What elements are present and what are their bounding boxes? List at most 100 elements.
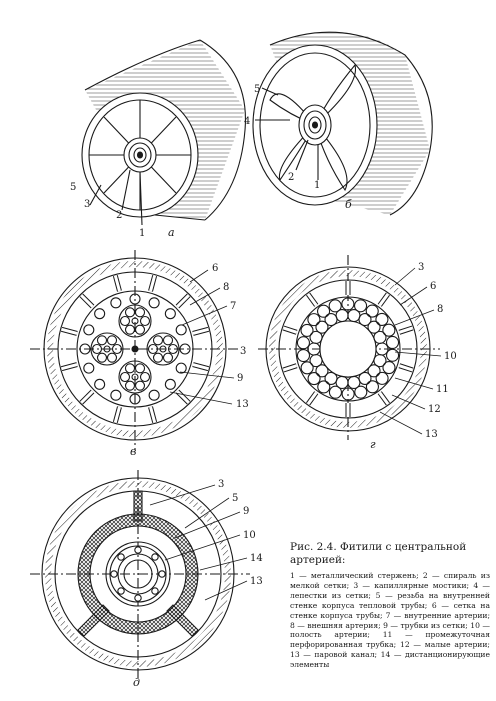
panel-v-label-3: 3 xyxy=(240,346,246,357)
mesh-tube xyxy=(83,324,95,336)
panel-a-label-1: 1 xyxy=(139,228,145,239)
capillary-bridge xyxy=(378,391,390,405)
small-artery xyxy=(385,335,400,350)
panel-g-drawing xyxy=(258,255,440,440)
mesh-tube xyxy=(83,362,95,374)
mesh-tube xyxy=(164,378,176,390)
panel-d-letter: д xyxy=(133,676,140,689)
mesh-tube xyxy=(96,335,108,346)
capillary-bridge xyxy=(149,406,157,423)
panel-b-label-1: 1 xyxy=(314,180,320,191)
small-artery xyxy=(324,313,338,327)
panel-g-label-10: 10 xyxy=(444,351,457,362)
small-artery xyxy=(354,385,368,399)
panel-v-label-9: 9 xyxy=(237,373,243,384)
mesh-tube xyxy=(148,389,160,401)
inner-artery xyxy=(118,304,152,338)
capillary-bridge xyxy=(80,390,94,404)
panel-d-label-5: 5 xyxy=(232,493,238,504)
caption-text: 1 — металлический стержень; 2 — спираль … xyxy=(290,571,490,670)
small-artery xyxy=(296,336,310,350)
panel-d-label-3: 3 xyxy=(218,479,224,490)
mesh-tube xyxy=(167,343,179,355)
mesh-tube xyxy=(131,317,139,325)
capillary-bridge xyxy=(398,326,414,334)
small-artery xyxy=(354,299,368,313)
small-artery xyxy=(373,330,387,344)
capillary-bridge xyxy=(113,406,121,423)
small-artery xyxy=(300,361,314,375)
small-artery xyxy=(315,320,329,334)
small-artery xyxy=(328,385,342,399)
mesh-tube xyxy=(175,362,187,374)
small-artery xyxy=(367,364,381,378)
inner-artery xyxy=(118,360,152,394)
mesh-tube xyxy=(162,352,174,363)
capillary-bridge xyxy=(61,327,78,335)
panel-b-drawing xyxy=(252,31,433,216)
small-artery xyxy=(315,364,329,378)
panel-a-label-3: 3 xyxy=(84,199,90,210)
panel-v-label-7: 7 xyxy=(230,301,236,312)
small-artery xyxy=(317,304,331,318)
spacer-element xyxy=(151,553,159,561)
mesh-tube xyxy=(110,389,122,401)
capillary-bridge xyxy=(192,363,209,371)
mesh-tube xyxy=(134,324,146,335)
capillary-bridge xyxy=(176,390,190,404)
capillary-bridge xyxy=(282,364,298,372)
mesh-tube xyxy=(124,324,136,335)
panel-v-drawing xyxy=(30,250,240,450)
panel-g-label-13: 13 xyxy=(425,429,438,440)
small-artery xyxy=(307,313,321,327)
mesh-tube xyxy=(96,352,108,363)
mesh-tube xyxy=(129,393,141,405)
spacer-element xyxy=(117,553,125,561)
mesh-tube xyxy=(134,363,146,374)
mesh-tube xyxy=(124,363,136,374)
mesh-tube xyxy=(152,352,164,363)
capillary-bridge xyxy=(176,294,190,308)
small-artery xyxy=(358,371,372,385)
small-artery xyxy=(317,380,331,394)
caption-title: Рис. 2.4. Фитили с центральной артерией: xyxy=(290,541,467,566)
small-artery xyxy=(309,330,323,344)
capillary-bridge xyxy=(149,275,157,292)
small-artery xyxy=(328,299,342,313)
spacer-element xyxy=(110,570,118,578)
figure-caption: Рис. 2.4. Фитили с центральной артерией:… xyxy=(290,541,490,670)
small-artery xyxy=(341,387,355,401)
spacer-element xyxy=(134,546,142,554)
small-artery xyxy=(341,297,355,311)
capillary-bridge xyxy=(398,364,414,372)
capillary-bridge xyxy=(306,293,318,307)
mesh-tube xyxy=(164,308,176,320)
mesh-tube xyxy=(119,371,131,383)
panel-d-label-13: 13 xyxy=(250,576,263,587)
small-artery xyxy=(307,372,321,386)
panel-a-drawing xyxy=(81,39,247,226)
panel-v-letter: в xyxy=(130,445,136,458)
panel-d-leaders xyxy=(149,484,248,601)
mesh-tube xyxy=(179,343,191,355)
mesh-tube xyxy=(175,324,187,336)
panel-v-leaders xyxy=(169,269,235,405)
mesh-tube xyxy=(124,307,136,318)
panel-b-label-5: 5 xyxy=(254,84,260,95)
small-artery xyxy=(375,371,389,385)
mesh-tube xyxy=(159,345,167,353)
panel-g-label-8: 8 xyxy=(437,304,443,315)
small-artery xyxy=(373,354,387,368)
mesh-tube xyxy=(91,343,103,355)
spacer-element xyxy=(117,587,125,595)
mesh-tube xyxy=(148,297,160,309)
spacer-element xyxy=(151,587,159,595)
mesh-tube xyxy=(134,380,146,391)
mesh-tube xyxy=(106,352,118,363)
spacer-element xyxy=(134,594,142,602)
mesh-tube xyxy=(134,307,146,318)
inner-artery xyxy=(146,332,180,366)
mesh-tube xyxy=(162,335,174,346)
panel-b-letter: б xyxy=(345,198,352,211)
mesh-tube xyxy=(131,373,139,381)
